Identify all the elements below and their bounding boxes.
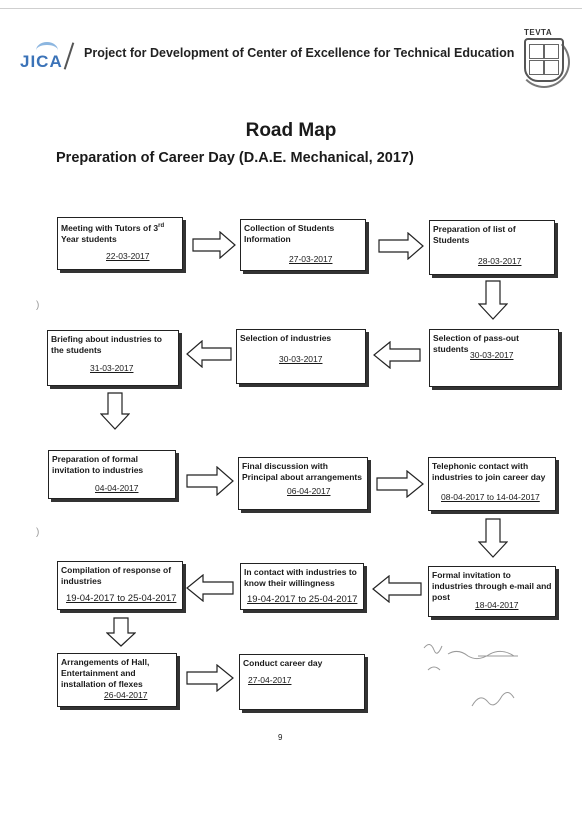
step-text: Telephonic contact with industries to jo… <box>432 461 546 482</box>
step-box: Selection of pass-out students 30-03-201… <box>429 329 559 387</box>
tevta-ring-icon <box>518 36 570 88</box>
step-text: Compilation of response of industries <box>61 565 172 586</box>
step-box: Meeting with Tutors of 3rd Year students… <box>57 217 183 270</box>
step-text: Preparation of formal invitation to indu… <box>52 454 144 475</box>
tevta-logo: TEVTA <box>518 28 570 88</box>
left-arrow-icon <box>186 574 234 602</box>
right-arrow-icon <box>376 470 424 498</box>
step-text: Preparation of list of Students <box>433 224 516 245</box>
tevta-shield-icon <box>524 38 564 82</box>
step-date: 18-04-2017 <box>475 600 519 610</box>
step-box: Compilation of response of industries 19… <box>57 561 183 610</box>
margin-mark: ) <box>36 300 40 311</box>
step-box: In contact with industries to know their… <box>240 563 364 610</box>
step-text: Formal invitation to industries through … <box>432 570 552 602</box>
jica-logo: JICA <box>16 40 75 76</box>
step-text: Conduct career day <box>243 658 323 668</box>
divider-slash <box>63 42 75 70</box>
down-arrow-icon <box>106 617 136 647</box>
step-date: 27-03-2017 <box>289 254 333 264</box>
left-arrow-icon <box>186 340 232 368</box>
step-date: 06-04-2017 <box>287 486 331 496</box>
down-arrow-icon <box>100 392 130 430</box>
step-date: 30-03-2017 <box>279 354 323 364</box>
step-date: 22-03-2017 <box>106 251 150 261</box>
left-arrow-icon <box>372 575 422 603</box>
jica-logo-text: JICA <box>20 52 63 71</box>
page-subtitle: Preparation of Career Day (D.A.E. Mechan… <box>56 150 414 166</box>
step-text: Selection of pass-out students <box>433 333 519 354</box>
step-date: 04-04-2017 <box>95 483 139 493</box>
step-date: 19-04-2017 to 25-04-2017 <box>247 594 358 605</box>
step-date: 26-04-2017 <box>104 690 148 700</box>
right-arrow-icon <box>186 466 234 496</box>
step-text: Final discussion with Principal about ar… <box>242 461 362 482</box>
tevta-logo-text: TEVTA <box>524 28 553 37</box>
step-box: Final discussion with Principal about ar… <box>238 457 368 510</box>
step-box: Preparation of formal invitation to indu… <box>48 450 176 499</box>
step-box: Preparation of list of Students 28-03-20… <box>429 220 555 275</box>
step-text: Selection of industries <box>240 333 332 343</box>
header-title: Project for Development of Center of Exc… <box>84 46 515 60</box>
page-number: 9 <box>278 733 283 742</box>
step-date: 30-03-2017 <box>470 350 514 360</box>
step-box: Conduct career day 27-04-2017 <box>239 654 365 710</box>
step-box: Selection of industries 30-03-2017 <box>236 329 366 384</box>
step-box: Briefing about industries to the student… <box>47 330 179 386</box>
right-arrow-icon <box>186 664 234 692</box>
margin-mark: ) <box>36 527 40 538</box>
step-box: Collection of Students Information 27-03… <box>240 219 366 271</box>
left-arrow-icon <box>373 341 421 369</box>
jica-arc-icon <box>36 42 58 59</box>
page-title: Road Map <box>245 120 337 141</box>
down-arrow-icon <box>478 518 508 558</box>
step-text: In contact with industries to know their… <box>244 567 357 588</box>
step-date: 31-03-2017 <box>90 363 134 373</box>
step-box: Arrangements of Hall, Entertainment and … <box>57 653 177 707</box>
step-date: 19-04-2017 to 25-04-2017 <box>66 593 177 604</box>
step-text: Meeting with Tutors of 3rd Year students <box>61 222 165 244</box>
step-text: Collection of Students Information <box>244 223 335 244</box>
step-date: 27-04-2017 <box>248 675 292 685</box>
right-arrow-icon <box>192 231 236 259</box>
step-text: Arrangements of Hall, Entertainment and … <box>61 657 150 689</box>
right-arrow-icon <box>378 232 424 260</box>
step-box: Formal invitation to industries through … <box>428 566 556 617</box>
step-date: 08-04-2017 to 14-04-2017 <box>441 492 540 502</box>
handwritten-signature <box>423 644 518 707</box>
down-arrow-icon <box>478 280 508 320</box>
page-top-rule <box>0 8 582 9</box>
step-box: Telephonic contact with industries to jo… <box>428 457 556 511</box>
step-text: Briefing about industries to the student… <box>51 334 162 355</box>
step-date: 28-03-2017 <box>478 256 522 266</box>
